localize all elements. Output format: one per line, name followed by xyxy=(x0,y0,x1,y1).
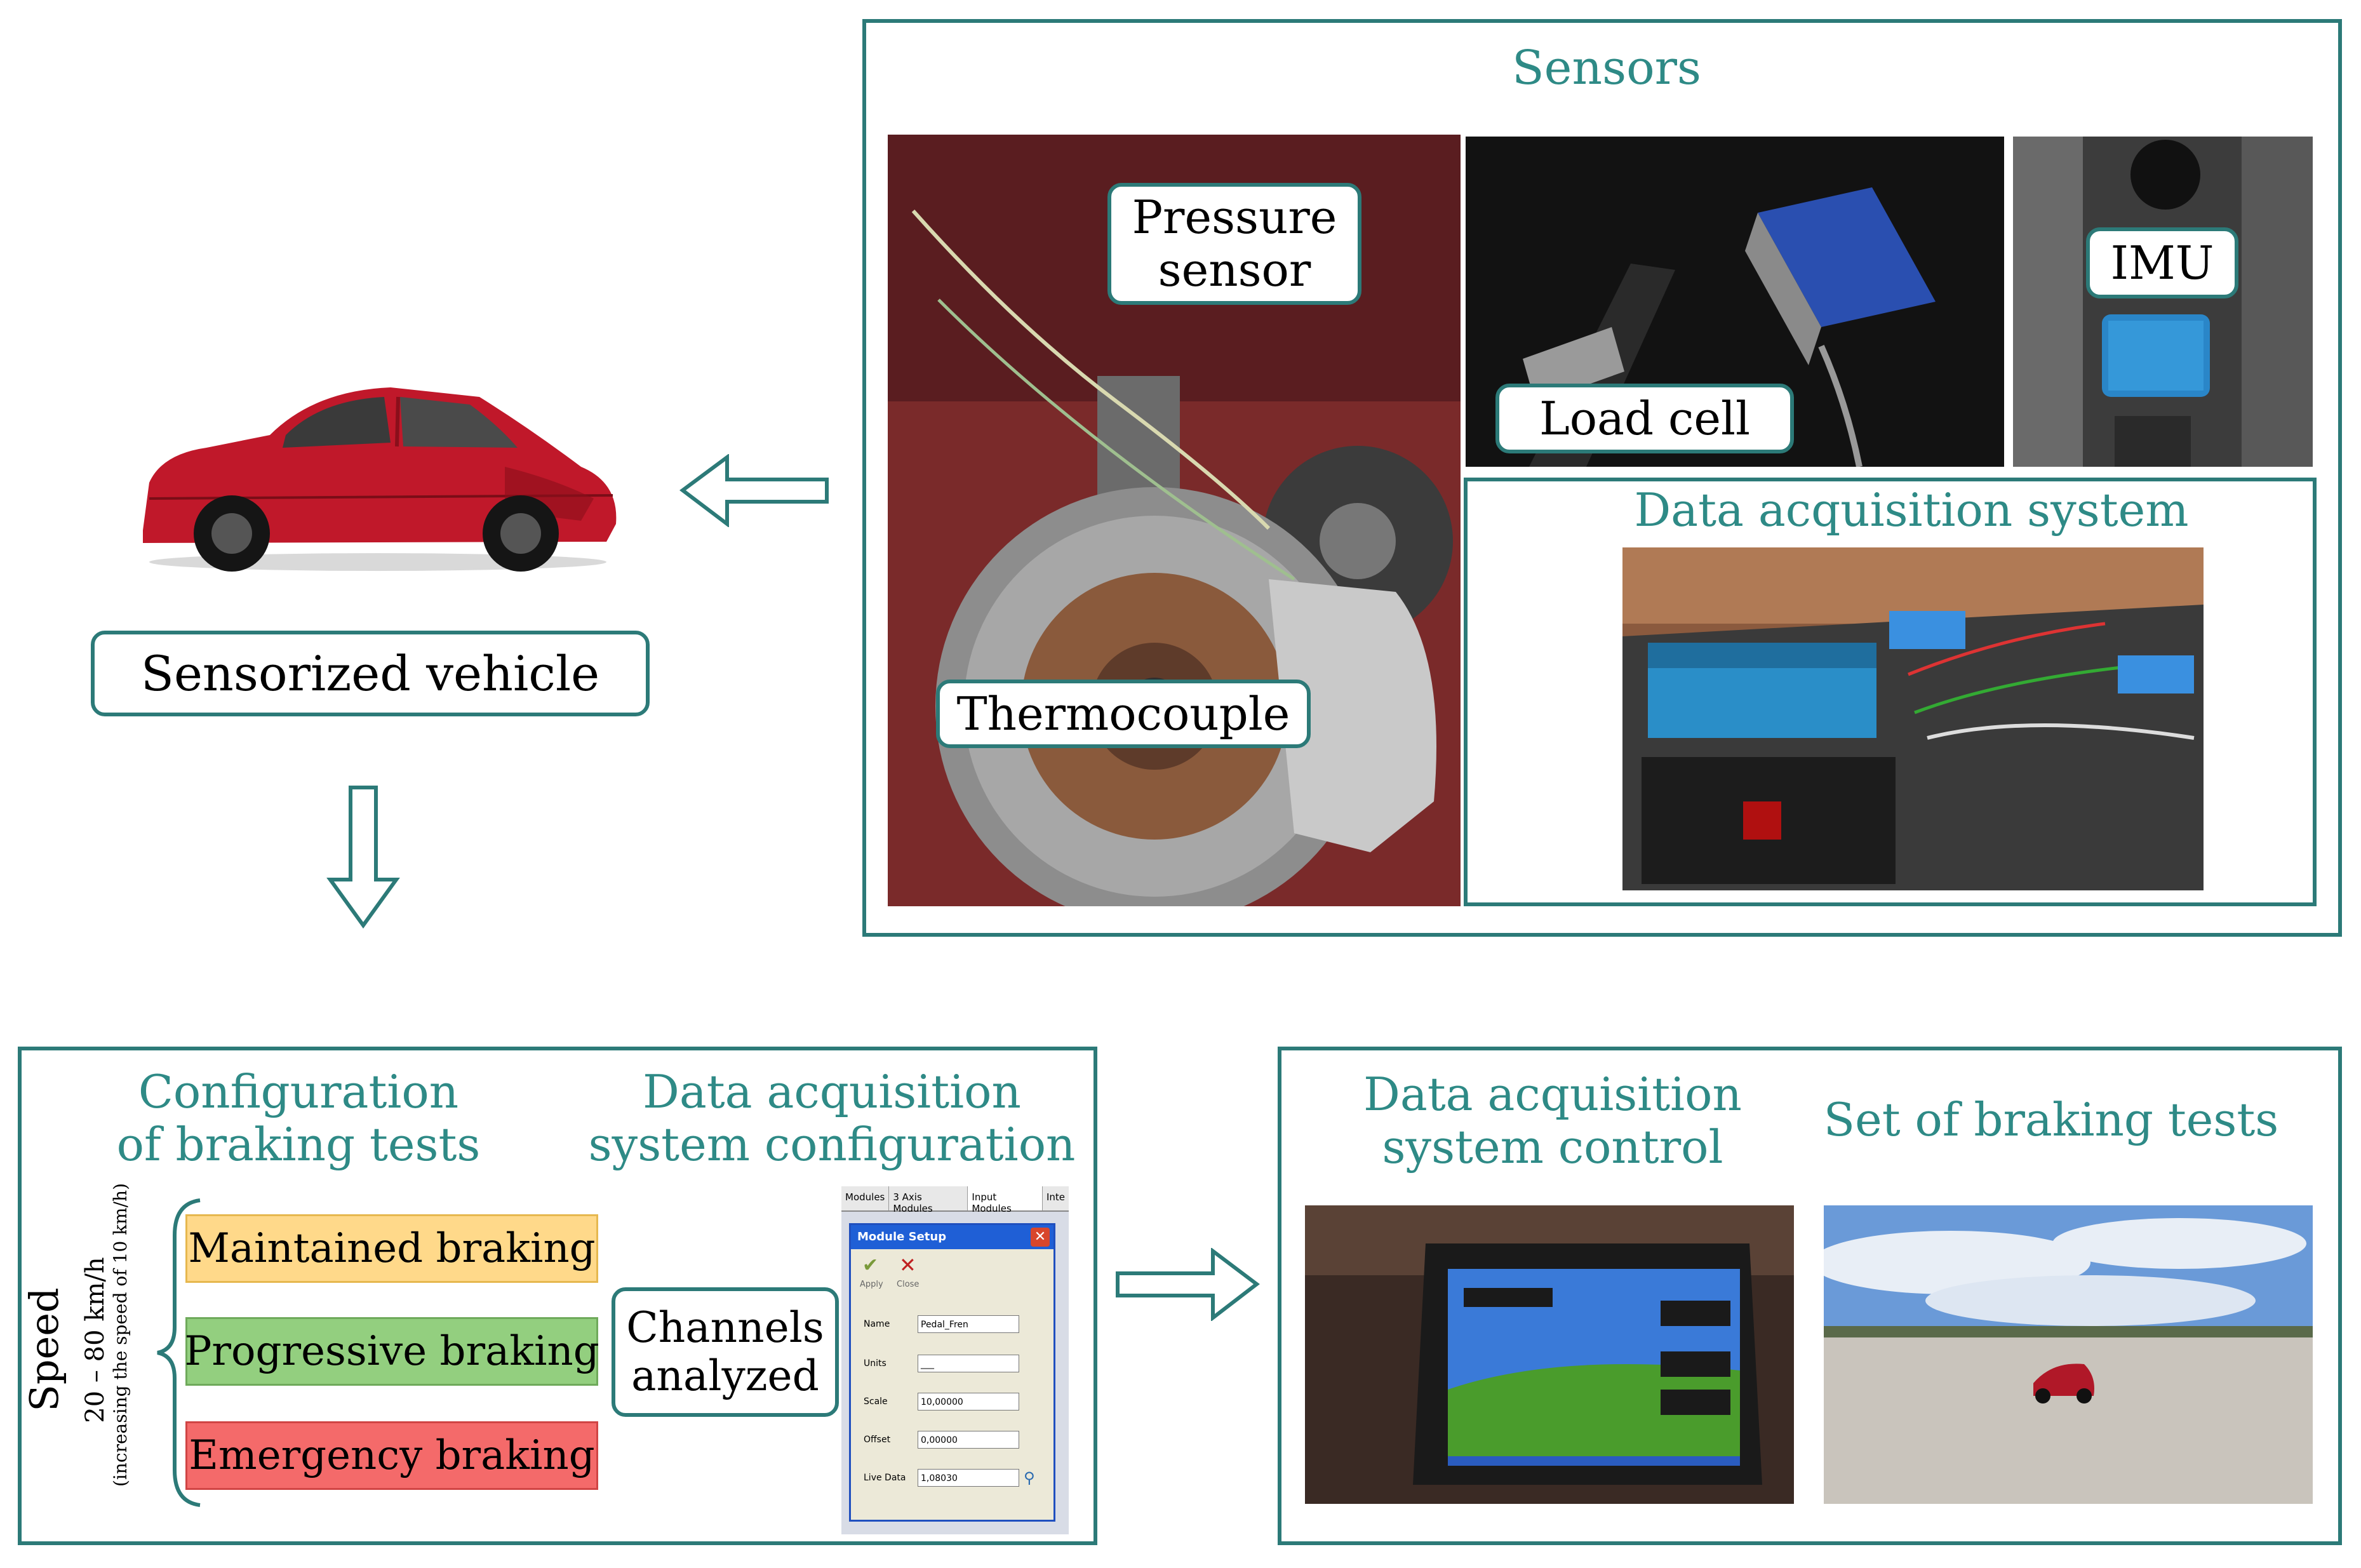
daq-config-text: Data acquisition system configuration xyxy=(588,1065,1076,1171)
laptop-control-photo xyxy=(1305,1205,1794,1504)
daq-system-title: Data acquisition system xyxy=(1634,483,2189,537)
channels-analyzed-text: Channels analyzed xyxy=(626,1303,824,1400)
magnifier-icon[interactable]: ⚲ xyxy=(1024,1469,1035,1487)
module-setup-screenshot: Modules 3 Axis Modules Input Modules Int… xyxy=(841,1186,1069,1534)
brake-disc-photo xyxy=(888,135,1461,906)
arrow-left-icon xyxy=(679,453,832,528)
field-name-label: Name xyxy=(864,1319,890,1329)
window-close-button[interactable]: ✕ xyxy=(1031,1228,1050,1247)
curly-brace-icon xyxy=(152,1197,203,1508)
imu-label: IMU xyxy=(2086,227,2238,298)
field-live-data-label: Live Data xyxy=(864,1473,906,1483)
sensors-title: Sensors xyxy=(1511,41,1702,95)
pressure-sensor-label: Pressure sensor xyxy=(1107,183,1361,305)
sensors-panel xyxy=(862,19,2342,937)
braking-set-title: Set of braking tests xyxy=(1823,1093,2279,1146)
apply-check-icon[interactable]: ✔ xyxy=(862,1254,879,1277)
field-scale-input[interactable]: 10,00000 xyxy=(918,1393,1019,1411)
braking-config-title: Configuration of braking tests xyxy=(95,1066,502,1171)
module-setup-window: Module Setup ✕ ✔ Apply ✕ Close Name Peda… xyxy=(849,1223,1055,1522)
field-units-input[interactable]: ___ xyxy=(918,1355,1019,1372)
tab-input-modules[interactable]: Input Modules xyxy=(968,1186,1043,1214)
field-offset-input[interactable]: 0,00000 xyxy=(918,1431,1019,1449)
tab-modules[interactable]: Modules xyxy=(841,1186,890,1210)
channels-analyzed-label: Channels analyzed xyxy=(612,1287,839,1417)
field-name-input[interactable]: Pedal_Fren xyxy=(918,1315,1019,1333)
arrow-right-icon xyxy=(1114,1247,1261,1322)
emergency-braking-box: Emergency braking xyxy=(185,1421,598,1490)
speed-range-label: 20 – 80 km/h xyxy=(81,1257,110,1423)
test-track-photo xyxy=(1824,1205,2313,1504)
speed-label: Speed xyxy=(21,1287,67,1412)
load-cell-label: Load cell xyxy=(1495,384,1794,453)
daq-device-photo xyxy=(1622,547,2204,890)
arrow-down-icon xyxy=(325,784,401,930)
red-car-image xyxy=(124,372,625,575)
daq-system-panel xyxy=(1464,478,2317,906)
thermocouple-label: Thermocouple xyxy=(936,680,1311,748)
daq-control-text: Data acquisition system control xyxy=(1363,1068,1742,1174)
apply-button-label[interactable]: Apply xyxy=(860,1280,883,1289)
imu-photo xyxy=(2013,137,2313,467)
configuration-panel xyxy=(18,1047,1097,1545)
field-units-label: Units xyxy=(864,1358,886,1369)
field-offset-label: Offset xyxy=(864,1435,891,1445)
close-button-label[interactable]: Close xyxy=(897,1280,920,1289)
pressure-sensor-text: Pressure sensor xyxy=(1132,191,1337,297)
results-panel xyxy=(1278,1047,2342,1545)
tab-3-axis-modules[interactable]: 3 Axis Modules xyxy=(889,1186,968,1214)
daq-config-title: Data acquisition system configuration xyxy=(584,1066,1080,1171)
close-x-icon[interactable]: ✕ xyxy=(899,1253,916,1277)
field-scale-label: Scale xyxy=(864,1397,888,1407)
daq-control-title: Data acquisition system control xyxy=(1321,1068,1784,1174)
module-setup-title: Module Setup xyxy=(857,1230,947,1243)
sensorized-vehicle-label: Sensorized vehicle xyxy=(91,631,650,716)
module-setup-titlebar: Module Setup xyxy=(851,1225,1053,1249)
maintained-braking-box: Maintained braking xyxy=(185,1214,598,1283)
tab-inte[interactable]: Inte xyxy=(1046,1191,1065,1203)
module-tabs: Modules 3 Axis Modules Input Modules Int… xyxy=(841,1186,1069,1214)
progressive-braking-box: Progressive braking xyxy=(184,1317,599,1386)
speed-note-label: (increasing the speed of 10 km/h) xyxy=(110,1183,131,1487)
field-live-data-input: 1,08030 xyxy=(918,1469,1019,1487)
braking-config-text: Configuration of braking tests xyxy=(116,1065,481,1171)
